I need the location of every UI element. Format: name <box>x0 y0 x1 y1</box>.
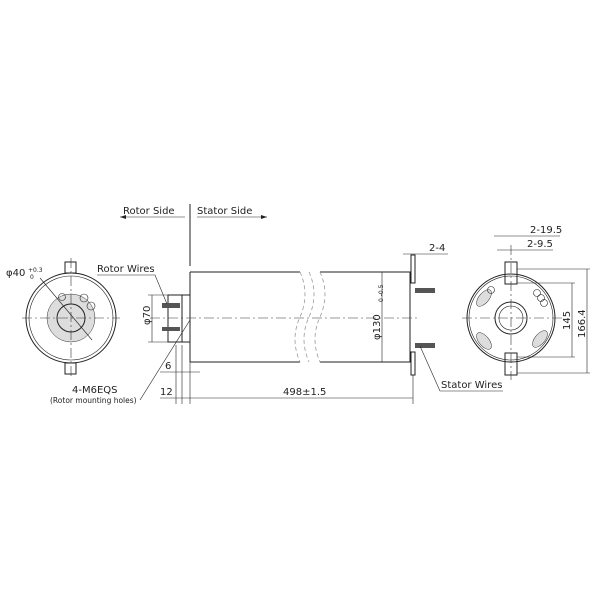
stator-side-label: Stator Side <box>197 206 252 217</box>
stator-wires-label: Stator Wires <box>441 380 502 391</box>
rotor-wires <box>162 303 180 331</box>
body-dia-tol: 0 -0.5 <box>378 284 385 302</box>
stator-end-view: 2-19.5 2-9.5 145 166.4 <box>462 225 590 380</box>
mounting-holes-label: 4-M6EQS <box>72 385 118 396</box>
overall-dim: 166.4 <box>577 309 588 338</box>
flange-thk-dim: 2-4 <box>429 243 445 254</box>
dim-6: 6 <box>165 361 171 372</box>
rotor-end-view: φ40 +0.3 0 <box>6 258 120 378</box>
rotor-dia-dim: φ70 <box>142 306 153 325</box>
slot-inner-dim: 2-9.5 <box>527 239 553 250</box>
body-dia-dim: φ130 <box>372 314 383 340</box>
dim-12: 12 <box>160 387 173 398</box>
slot-width-dim: 2-19.5 <box>530 225 562 236</box>
rotor-side-label: Rotor Side <box>123 206 175 217</box>
bore-tol-lower: 0 <box>30 274 34 281</box>
stator-wires <box>415 288 435 348</box>
mounting-holes-note: (Rotor mounting holes) <box>50 396 137 405</box>
bore-dim: φ40 <box>6 268 25 279</box>
hole-span-dim: 145 <box>562 311 573 330</box>
side-indicator: Rotor Side Stator Side <box>120 204 267 266</box>
side-view: Rotor Wires Stator Wires φ70 φ130 0 -0.5… <box>50 243 503 405</box>
rotor-wires-label: Rotor Wires <box>97 264 155 275</box>
bore-tol-upper: +0.3 <box>28 267 43 274</box>
length-dim: 498±1.5 <box>283 387 326 398</box>
